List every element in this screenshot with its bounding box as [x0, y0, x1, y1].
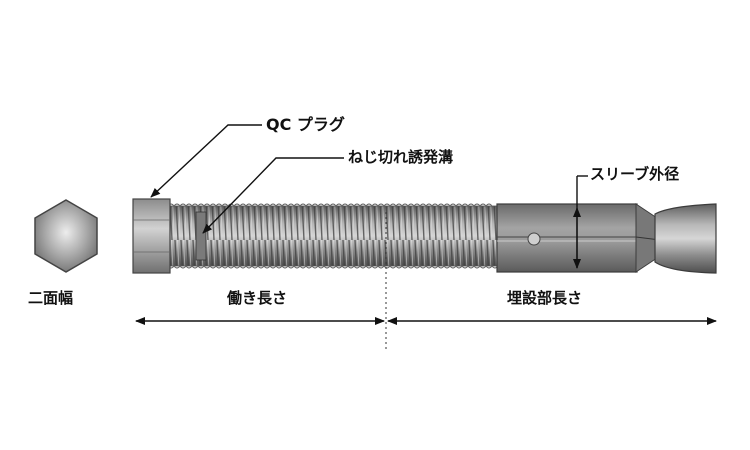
expansion-cone [654, 203, 717, 274]
qc-plug [132, 198, 171, 274]
embedment-length-label: 埋設部長さ [507, 289, 583, 307]
width-across-flats-label: 二面幅 [28, 289, 74, 307]
thread-break-groove [195, 211, 207, 261]
threaded-rod [167, 203, 499, 269]
thread-groove-leader [202, 157, 344, 234]
hex-head-icon [34, 199, 98, 273]
qc-plug-leader [150, 124, 262, 198]
thread-groove-label: ねじ切れ誘発溝 [348, 148, 454, 166]
working-length-label: 働き長さ [227, 289, 288, 307]
sleeve-diameter-label: スリーブ外径 [590, 165, 680, 183]
sleeve [496, 203, 661, 273]
qc-plug-label: QC プラグ [266, 115, 345, 134]
